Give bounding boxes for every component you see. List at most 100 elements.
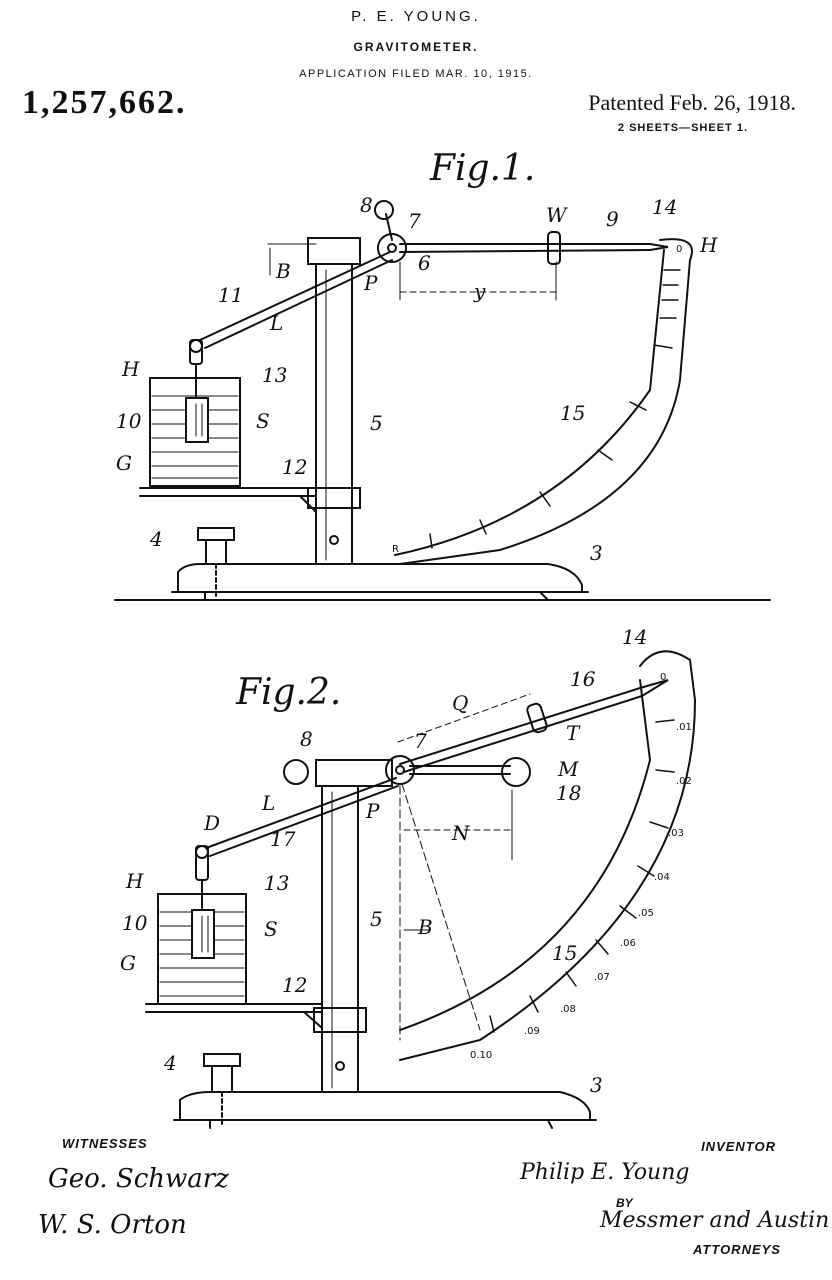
fig2-ref-14: 14 [622, 625, 647, 649]
fig1-base [177, 563, 583, 593]
fig1-quadrant-scale [394, 238, 693, 565]
fig2-ref-S: S [264, 917, 278, 941]
fig1-ref-R: R [392, 544, 399, 555]
fig1-reference-labels: 8 7 W 9 14 0 H B 6 P y 11 L H 13 10 S 5 … [116, 193, 718, 565]
fig1-ref-y: y [473, 279, 486, 303]
invention-title: GRAVITOMETER. [353, 40, 479, 54]
fig2-ref-17: 17 [270, 827, 296, 851]
fig1-ref-10: 10 [116, 409, 142, 433]
figure-2: Fig.2. [120, 625, 697, 1129]
inventor-signature: Philip E. Young [520, 1160, 690, 1185]
fig2-thumb-screw-stem [211, 1065, 233, 1093]
fig1-ref-15: 15 [560, 401, 585, 425]
fig2-scale-label: .02 [676, 776, 692, 787]
fig2-ref-10: 10 [122, 911, 148, 935]
fig2-lever-bottom [209, 785, 399, 857]
fig2-ref-P: P [365, 799, 380, 823]
patented-date: Patented Feb. 26, 1918. [588, 90, 796, 115]
fig2-lever-top [205, 777, 397, 849]
fig1-ref-8: 8 [360, 193, 373, 217]
fig2-ref-G: G [120, 951, 136, 975]
fig1-base-feet [204, 591, 549, 601]
fig1-ref-L: L [269, 311, 283, 335]
fig2-ref-3: 3 [590, 1073, 603, 1097]
fig1-ref-12: 12 [282, 455, 307, 479]
fig2-scale-label: .04 [654, 872, 670, 883]
fig1-counterweight [374, 200, 394, 220]
fig1-ref-5: 5 [370, 411, 383, 435]
fig2-scale-label: .06 [620, 938, 636, 949]
fig2-rider-weight [526, 702, 548, 734]
fig2-ref-13: 13 [264, 871, 289, 895]
fig2-sample [191, 909, 215, 959]
fig1-thumb-screw-stem [205, 539, 227, 565]
fig2-post [321, 785, 359, 1093]
fig2-scale-label: .09 [524, 1026, 540, 1037]
fig2-scale-label: .07 [594, 972, 610, 983]
fig2-scale-label: .05 [638, 908, 654, 919]
fig2-ref-D: D [203, 811, 220, 835]
fig2-scale-ticks [489, 719, 675, 1033]
fig1-scale-zero: 0 [676, 244, 682, 255]
fig2-beam-top [399, 687, 641, 765]
fig2-beam-bottom [403, 695, 643, 773]
fig2-scale-label: .01 [676, 722, 692, 733]
fig2-ref-18: 18 [556, 781, 581, 805]
fig2-post-cap [315, 759, 393, 787]
figure-2-label: Fig.2. [235, 672, 341, 713]
fig2-shelf [145, 1003, 323, 1029]
fig2-pointer [639, 679, 669, 697]
fig1-ref-11: 11 [218, 283, 243, 307]
fig1-post [315, 263, 353, 565]
patent-number: 1,257,662. [22, 84, 187, 121]
attorney-signature: Messmer and Austin [600, 1208, 830, 1233]
fig2-reference-labels: 14 16 0 Q T 8 7 M 18 L D 17 P N H 13 10 … [120, 625, 692, 1097]
fig2-ref-4: 4 [163, 1051, 177, 1075]
witness-signature-1: Geo. Schwarz [48, 1164, 229, 1194]
fig1-scale-ticks [429, 269, 681, 549]
fig2-ref-Q: Q [452, 691, 468, 715]
fig2-ref-16: 16 [570, 667, 596, 691]
fig2-deflection-line [401, 783, 481, 1031]
fig2-pivot-wheel [385, 755, 415, 785]
fig1-pointer [649, 243, 669, 251]
fig2-scale-zero: 0 [660, 672, 666, 683]
fig2-ref-7: 7 [414, 729, 427, 753]
fig1-ref-G: G [116, 451, 132, 475]
fig1-ref-H-left: H [121, 357, 140, 381]
fig2-thumb-screw [203, 1053, 241, 1067]
figure-1-label: Fig.1. [429, 148, 535, 189]
fig2-ref-L: L [261, 791, 275, 815]
fig1-beam-bottom [399, 249, 651, 253]
fig1-hanger-ring [189, 339, 203, 353]
sheet-count: 2 SHEETS—SHEET 1. [617, 122, 748, 134]
fig2-scale-label: 0.10 [470, 1050, 492, 1061]
fig1-ref-9: 9 [606, 207, 619, 231]
fig2-hanger-ring [195, 845, 209, 859]
fig2-post-screw [335, 1061, 345, 1071]
fig1-ref-14: 14 [652, 195, 677, 219]
fig1-lever-top [199, 251, 391, 341]
fig2-pivot-center [395, 765, 405, 775]
fig2-scale-label: .03 [668, 828, 684, 839]
fig2-counterweight-8 [283, 759, 309, 785]
fig1-thumb-screw [197, 527, 235, 541]
inventor-name: P. E. YOUNG. [351, 8, 481, 25]
fig1-ref-W: W [546, 203, 568, 227]
fig2-dim-Q [397, 693, 531, 743]
fig1-ref-3: 3 [590, 541, 603, 565]
figure-1: Fig.1. [114, 148, 771, 601]
fig1-ref-4: 4 [149, 527, 163, 551]
fig1-shelf [139, 487, 317, 513]
fig1-beaker [149, 377, 241, 487]
fig1-ref-6: 6 [418, 251, 431, 275]
attorneys-label: ATTORNEYS [693, 1242, 781, 1257]
fig1-lever-bottom [204, 259, 393, 349]
fig2-ref-15: 15 [552, 941, 577, 965]
fig1-ref-B: B [275, 259, 291, 283]
fig2-ref-5: 5 [370, 907, 383, 931]
fig1-ref-H-right: H [699, 233, 718, 257]
witness-signature-2: W. S. Orton [38, 1210, 187, 1240]
fig2-ref-T: T [566, 721, 581, 745]
